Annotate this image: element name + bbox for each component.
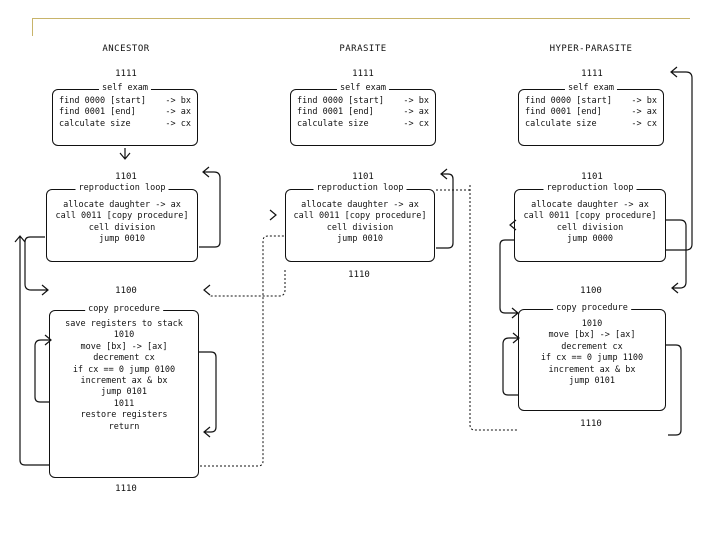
code-line: call 0011 [copy procedure] bbox=[523, 211, 657, 222]
code-line: allocate daughter -> ax bbox=[301, 200, 419, 210]
parasite-self-exam-addr: 1111 bbox=[352, 69, 374, 79]
code-line: cell division bbox=[326, 222, 394, 233]
code-line: find 0000 [start]-> bx bbox=[59, 96, 191, 106]
code-line: jump 0010 bbox=[336, 234, 384, 245]
code-line: move [bx] -> [ax] bbox=[548, 330, 636, 341]
parasite-title: PARASITE bbox=[339, 44, 387, 54]
parasite-self-exam-box: self exam find 0000 [start]-> bx find 00… bbox=[290, 83, 436, 146]
ancestor-call-arrow bbox=[24, 236, 49, 296]
parasite-left-arrow bbox=[269, 209, 277, 221]
ancestor-repro-addr: 1101 bbox=[115, 172, 137, 182]
code-line: 1010 bbox=[113, 330, 135, 341]
parasite-repro-loop-box: reproduction loop allocate daughter -> a… bbox=[285, 183, 435, 262]
parasite-repro-return bbox=[436, 168, 454, 249]
hyper-self-exam-addr: 1111 bbox=[581, 69, 603, 79]
code-line: restore registers bbox=[80, 410, 168, 421]
code-line: increment ax & bx bbox=[80, 375, 168, 386]
parasite-to-ancestor-dotted bbox=[210, 270, 286, 297]
code-line: decrement cx bbox=[561, 341, 623, 352]
code-line: calculate size-> cx bbox=[297, 118, 429, 129]
code-line: jump 0101 bbox=[568, 375, 616, 386]
code-line: allocate daughter -> ax bbox=[63, 200, 181, 210]
top-rule bbox=[32, 18, 690, 19]
ancestor-self-exam-addr: 1111 bbox=[115, 69, 137, 79]
code-line: jump 0101 bbox=[100, 387, 148, 398]
box-label: reproduction loop bbox=[75, 183, 169, 193]
hyper-inner-loop-left bbox=[502, 332, 520, 396]
code-line: allocate daughter -> ax bbox=[531, 200, 649, 210]
code-line: return bbox=[108, 421, 140, 432]
code-line: find 0000 [start]-> bx bbox=[297, 96, 429, 106]
hyper-repro-addr: 1101 bbox=[581, 172, 603, 182]
hyper-repro-right-loop bbox=[666, 219, 687, 294]
ancestor-inner-loop-right bbox=[199, 351, 217, 438]
ancestor-down-arrow bbox=[119, 148, 131, 160]
box-label: reproduction loop bbox=[313, 183, 407, 193]
ancestor-copy-procedure-box: copy procedure save registers to stack 1… bbox=[49, 304, 199, 478]
ancestor-to-parasite-dotted bbox=[200, 235, 284, 467]
hyper-copy-addr: 1100 bbox=[580, 286, 602, 296]
code-line: decrement cx bbox=[93, 353, 155, 364]
code-line: cell division bbox=[556, 222, 624, 233]
hyper-repro-loop-box: reproduction loop allocate daughter -> a… bbox=[514, 183, 666, 262]
box-label: copy procedure bbox=[553, 303, 631, 313]
ancestor-return-loop bbox=[14, 235, 49, 466]
ancestor-repro-return bbox=[199, 166, 221, 248]
left-rule bbox=[32, 18, 33, 36]
box-label: self exam bbox=[98, 83, 152, 93]
hyper-to-parasite-dotted bbox=[469, 185, 518, 431]
code-line: find 0000 [start]-> bx bbox=[525, 96, 657, 106]
code-line: increment ax & bx bbox=[548, 364, 636, 375]
code-line: calculate size-> cx bbox=[59, 118, 191, 129]
box-label: reproduction loop bbox=[543, 183, 637, 193]
box-label: self exam bbox=[336, 83, 390, 93]
code-line: 1010 bbox=[581, 319, 603, 329]
ancestor-repro-loop-box: reproduction loop allocate daughter -> a… bbox=[46, 183, 198, 262]
code-line: calculate size-> cx bbox=[525, 118, 657, 129]
code-line: if cx == 0 jump 1100 bbox=[540, 353, 644, 364]
code-line: find 0001 [end]-> ax bbox=[297, 107, 429, 118]
ancestor-title: ANCESTOR bbox=[102, 44, 150, 54]
ancestor-copy-entry bbox=[203, 284, 211, 296]
code-line: jump 0000 bbox=[566, 234, 614, 245]
parasite-end-addr: 1110 bbox=[348, 270, 370, 280]
code-line: jump 0010 bbox=[98, 234, 146, 245]
ancestor-inner-loop-left bbox=[34, 334, 52, 403]
ancestor-self-exam-box: self exam find 0000 [start]-> bx find 00… bbox=[52, 83, 198, 146]
code-line: find 0001 [end]-> ax bbox=[525, 107, 657, 118]
hyper-repro-left bbox=[509, 219, 517, 231]
hyper-self-exam-box: self exam find 0000 [start]-> bx find 00… bbox=[518, 83, 664, 146]
hyper-copy-procedure-box: copy procedure 1010 move [bx] -> [ax] de… bbox=[518, 303, 666, 411]
code-line: find 0001 [end]-> ax bbox=[59, 107, 191, 118]
code-line: 1011 bbox=[113, 398, 135, 409]
hyper-end-addr: 1110 bbox=[580, 419, 602, 429]
parasite-repro-addr: 1101 bbox=[352, 172, 374, 182]
hyper-parasite-title: HYPER-PARASITE bbox=[549, 44, 633, 54]
code-line: call 0011 [copy procedure] bbox=[55, 211, 189, 222]
ancestor-end-addr: 1110 bbox=[115, 484, 137, 494]
code-line: move [bx] -> [ax] bbox=[80, 341, 168, 352]
hyper-inner-loop-right bbox=[666, 344, 682, 436]
box-label: self exam bbox=[564, 83, 618, 93]
code-line: save registers to stack bbox=[65, 319, 183, 329]
hyper-outer-loop bbox=[666, 66, 693, 251]
hyper-call-arrow bbox=[499, 239, 519, 319]
code-line: if cx == 0 jump 0100 bbox=[72, 364, 176, 375]
ancestor-copy-addr: 1100 bbox=[115, 286, 137, 296]
code-line: call 0011 [copy procedure] bbox=[293, 211, 427, 222]
code-line: cell division bbox=[88, 222, 156, 233]
box-label: copy procedure bbox=[85, 304, 163, 314]
